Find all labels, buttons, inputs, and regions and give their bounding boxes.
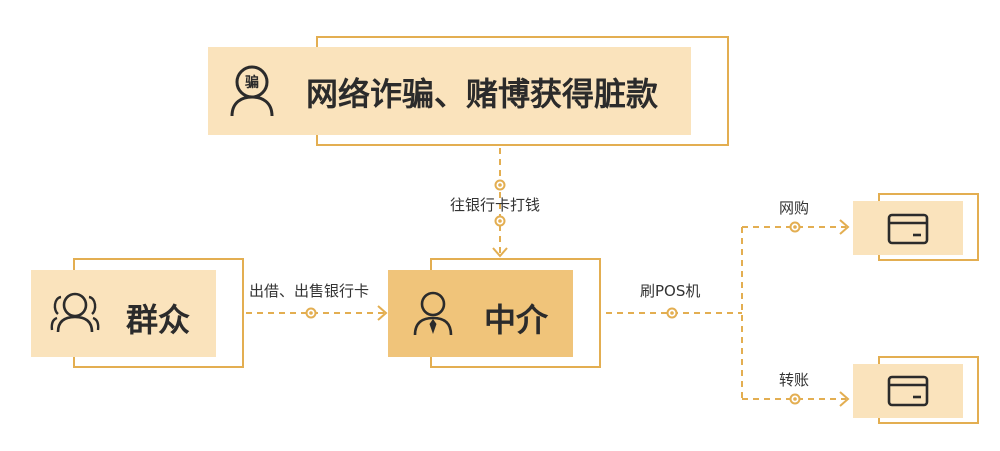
person-tie-icon <box>413 291 453 336</box>
card-top-node <box>853 201 963 255</box>
edge-label-online-shopping: 网购 <box>779 199 810 217</box>
fraud-badge-text: 骗 <box>245 75 259 91</box>
public-node-title: 群众 <box>126 301 191 339</box>
edge-label-public-to-agent: 出借、出售银行卡 <box>249 282 370 300</box>
arrowhead-to-card-bottom <box>839 391 850 407</box>
fraud-node <box>208 47 691 135</box>
edge-label-transfer: 转账 <box>779 371 810 389</box>
edge-label-agent-out: 刷POS机 <box>640 282 701 300</box>
group-icon <box>50 292 100 333</box>
public-node <box>31 270 216 357</box>
edge-label-fraud-to-agent: 往银行卡打钱 <box>450 196 541 214</box>
arrowhead-to-card-top <box>839 219 850 235</box>
person-icon <box>230 65 274 117</box>
arrowhead-fraud-to-agent <box>492 247 508 258</box>
agent-node <box>388 270 573 357</box>
card-icon <box>887 213 929 245</box>
fraud-node-title: 网络诈骗、赌博获得脏款 <box>306 75 659 113</box>
agent-node-title: 中介 <box>484 301 549 339</box>
arrowhead-public-to-agent <box>377 305 388 321</box>
card-icon <box>887 375 929 407</box>
card-bottom-node <box>853 364 963 418</box>
